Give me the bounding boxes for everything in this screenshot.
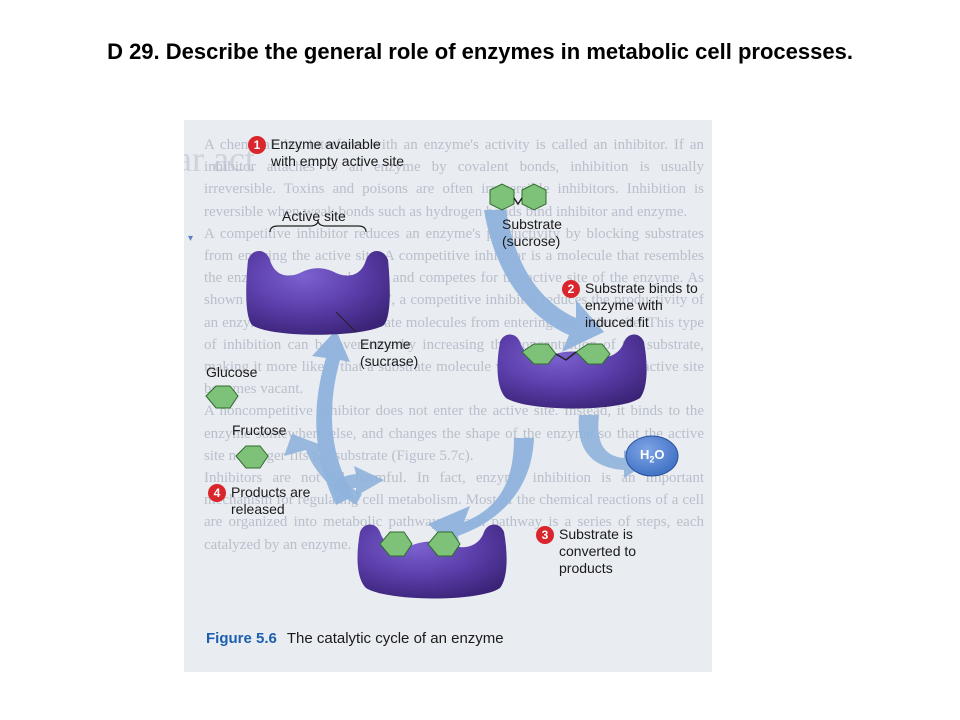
catalytic-cycle-diagram bbox=[205, 183, 679, 599]
step-number-badge: 1 bbox=[248, 136, 266, 154]
step-text: Substrate is converted to products bbox=[559, 526, 637, 576]
enzyme-empty-active-site bbox=[246, 251, 390, 335]
substrate-label: Substrate (sucrose) bbox=[502, 216, 562, 249]
glucose-molecule bbox=[205, 385, 239, 409]
bound-substrate-molecule bbox=[521, 343, 611, 365]
background-paragraph: A chemical that interferes with an enzym… bbox=[204, 137, 704, 220]
stray-bullet-icon: ▾ bbox=[188, 233, 194, 244]
slide-title: D 29. Describe the general role of enzym… bbox=[107, 39, 853, 64]
figure-panel: ar act A chemical that interferes with a… bbox=[184, 120, 712, 672]
water-subscript: 2 bbox=[649, 454, 655, 465]
step-text: Substrate binds to enzyme with induced f… bbox=[585, 280, 698, 330]
step-number-badge: 2 bbox=[562, 280, 580, 298]
enzyme-products-formed bbox=[357, 524, 507, 599]
step-text: Enzyme available with empty active site bbox=[271, 136, 405, 169]
step-number-badge: 3 bbox=[536, 526, 554, 544]
water-molecule bbox=[625, 435, 679, 477]
figure-number: Figure 5.6 bbox=[206, 630, 277, 647]
step-text: Products are released bbox=[231, 484, 311, 517]
step-2-label: 2 Substrate binds to enzyme with induced… bbox=[562, 280, 712, 331]
cycle-arrow-to-products bbox=[428, 438, 534, 552]
enzyme-label: Enzyme (sucrase) bbox=[360, 336, 419, 369]
enzyme-substrate-bound bbox=[497, 334, 647, 409]
water-h: H bbox=[640, 447, 650, 462]
step-4-label: 4 Products are released bbox=[208, 484, 338, 518]
water-label: H2O bbox=[640, 446, 665, 469]
glucose-label: Glucose bbox=[206, 364, 258, 380]
enzyme-pointer-line bbox=[335, 311, 357, 333]
figure-caption-text: The catalytic cycle of an enzyme bbox=[286, 630, 504, 647]
step-3-label: 3 Substrate is converted to products bbox=[536, 526, 656, 577]
step-1-label: 1 Enzyme available with empty active sit… bbox=[248, 136, 408, 170]
figure-caption: Figure 5.6 The catalytic cycle of an enzy… bbox=[206, 630, 504, 647]
substrate-sucrose-molecule bbox=[489, 183, 547, 211]
cycle-arrow-return bbox=[312, 330, 354, 505]
step-number-badge: 4 bbox=[208, 484, 226, 502]
cycle-arrow-substrate-in bbox=[484, 210, 604, 352]
fructose-label: Fructose bbox=[232, 422, 287, 438]
active-site-bracket bbox=[269, 219, 367, 233]
fructose-molecule bbox=[235, 445, 269, 469]
background-heading: ar act bbox=[184, 139, 255, 179]
product-molecules-in-site bbox=[379, 531, 461, 557]
active-site-label: Active site bbox=[282, 208, 346, 224]
water-o: O bbox=[654, 447, 665, 462]
